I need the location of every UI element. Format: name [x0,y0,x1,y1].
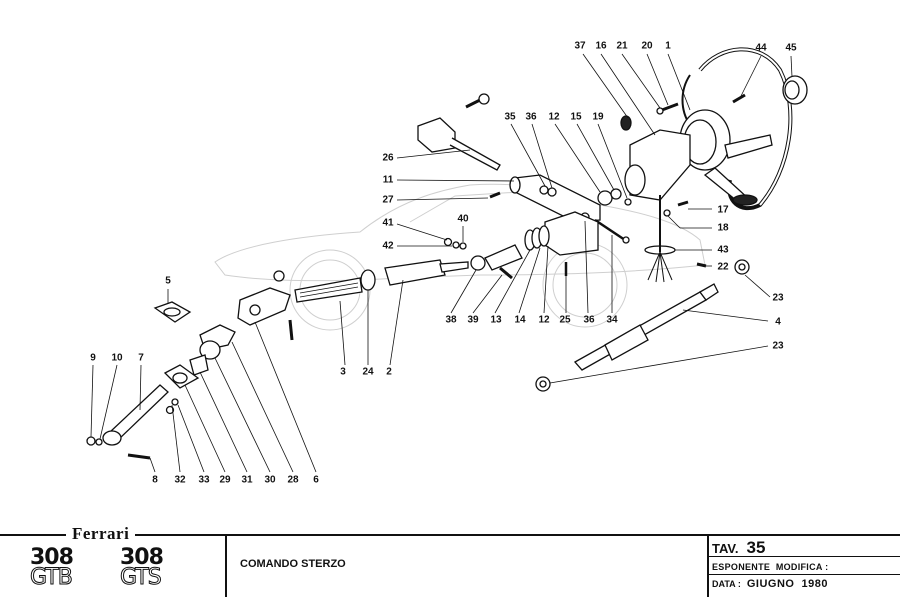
callout-23: 23 [772,292,784,304]
callout-27: 27 [382,194,394,206]
callout-20: 20 [641,40,653,52]
callout-17: 17 [717,204,729,216]
callout-16: 16 [595,40,607,52]
callout-26: 26 [382,152,394,164]
callout-18: 18 [717,222,729,234]
title-block-top-rule [0,534,900,536]
revision-label: ESPONENTE MODIFICA : [712,562,829,572]
parts [86,47,808,460]
callout-13: 13 [490,314,502,326]
callout-30: 30 [264,474,276,486]
callout-35: 35 [504,111,516,123]
callout-33: 33 [198,474,210,486]
callout-29: 29 [219,474,231,486]
callout-10: 10 [111,352,123,364]
tav-number: 35 [746,538,766,557]
callout-38: 38 [445,314,457,326]
callout-6: 6 [313,474,319,486]
date-label: DATA : [712,579,741,589]
callout-42: 42 [382,240,394,252]
callout-15: 15 [570,111,582,123]
callout-14: 14 [514,314,526,326]
callout-21: 21 [616,40,628,52]
steering-wheel [679,47,793,211]
callout-8: 8 [152,474,158,486]
callout-43: 43 [717,244,729,256]
callout-1: 1 [665,40,671,52]
callout-36-lower: 36 [583,314,595,326]
title-block-divider-right [707,534,709,597]
model-badge-gts: 308 GTS [120,545,164,590]
callout-12: 12 [548,111,560,123]
model-number: 308 [120,545,164,570]
callout-2: 2 [386,366,392,378]
model-variant: GTB [30,565,74,590]
title-block-row-rule-1 [708,556,900,557]
tav-label: TAV. [712,541,739,556]
callout-40: 40 [457,213,469,225]
callout-19: 19 [592,111,604,123]
callout-45: 45 [785,42,797,54]
title-block-row-rule-2 [708,574,900,575]
callout-24: 24 [362,366,374,378]
callout-5: 5 [165,275,171,287]
ferrari-logo: Ferrari [66,524,136,544]
date-field: DATA : GIUGNO 1980 [712,578,828,590]
exploded-parts-diagram [86,47,808,473]
drawing-description: COMANDO STERZO [240,558,346,570]
callout-4: 4 [775,316,781,328]
model-number: 308 [30,545,74,570]
table-number: TAV. 35 [712,538,765,558]
leader-lines [90,53,793,473]
callout-11: 11 [382,174,394,186]
revision-field: ESPONENTE MODIFICA : [712,562,828,572]
callout-28: 28 [287,474,299,486]
model-badge-gtb: 308 GTB [30,545,74,590]
callout-36: 36 [525,111,537,123]
callout-39: 39 [467,314,479,326]
callout-22: 22 [717,261,729,273]
callout-32: 32 [174,474,186,486]
date-value: GIUGNO 1980 [746,578,829,590]
callout-25: 25 [559,314,571,326]
callout-37: 37 [574,40,586,52]
callout-9: 9 [90,352,96,364]
model-variant: GTS [120,565,163,590]
callout-41: 41 [382,217,394,229]
callout-23-lower: 23 [772,340,784,352]
callout-44: 44 [755,42,767,54]
callout-34: 34 [606,314,618,326]
callout-7: 7 [138,352,144,364]
callout-3: 3 [340,366,346,378]
car-silhouette [214,183,706,331]
callout-31: 31 [241,474,253,486]
callout-12-lower: 12 [538,314,550,326]
title-block-divider-left [225,534,227,597]
